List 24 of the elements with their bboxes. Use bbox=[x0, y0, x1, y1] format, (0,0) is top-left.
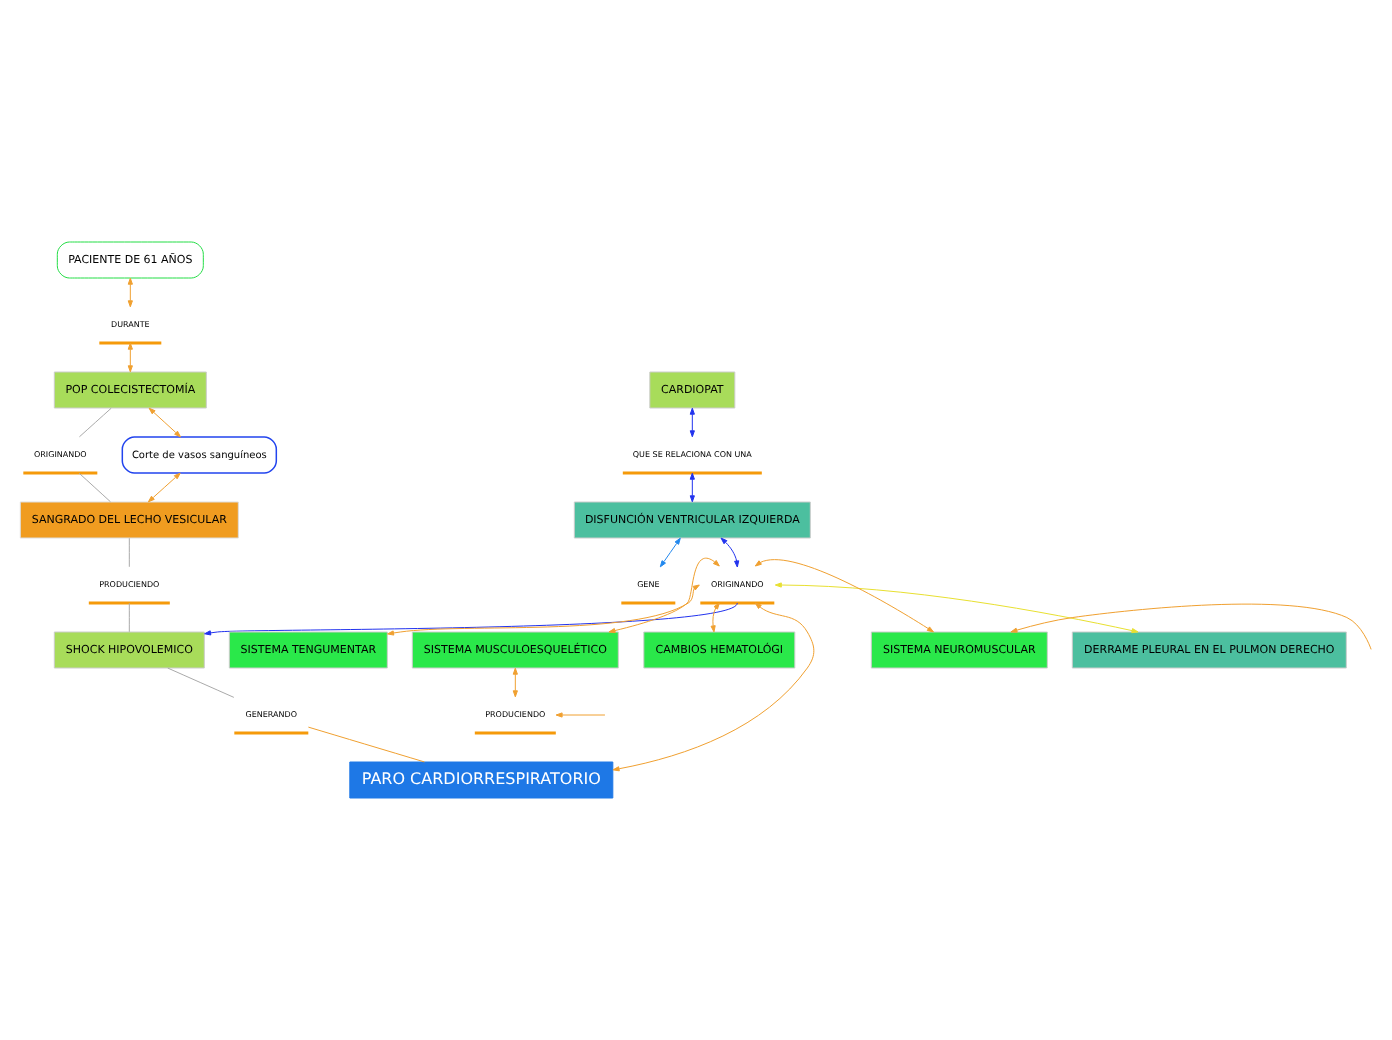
arrow bbox=[127, 342, 133, 373]
arrow bbox=[1010, 603, 1372, 650]
arrow bbox=[689, 472, 695, 503]
arrow bbox=[147, 472, 181, 503]
connector bbox=[167, 667, 235, 698]
arrow bbox=[387, 584, 700, 636]
arrow bbox=[710, 602, 720, 633]
arrow bbox=[659, 537, 681, 568]
connector bbox=[128, 537, 130, 568]
arrow bbox=[555, 712, 606, 718]
arrow bbox=[608, 557, 720, 634]
connector bbox=[307, 726, 425, 763]
arrow bbox=[127, 277, 133, 308]
arrow bbox=[689, 407, 695, 438]
arrow bbox=[720, 537, 740, 568]
connector bbox=[128, 602, 130, 633]
arrow bbox=[148, 407, 181, 438]
arrow bbox=[512, 667, 518, 698]
connector bbox=[78, 472, 111, 503]
arrow bbox=[774, 582, 1139, 634]
connector bbox=[78, 407, 112, 438]
arrow bbox=[204, 602, 738, 636]
arrow bbox=[754, 559, 934, 633]
arrow bbox=[612, 602, 815, 772]
